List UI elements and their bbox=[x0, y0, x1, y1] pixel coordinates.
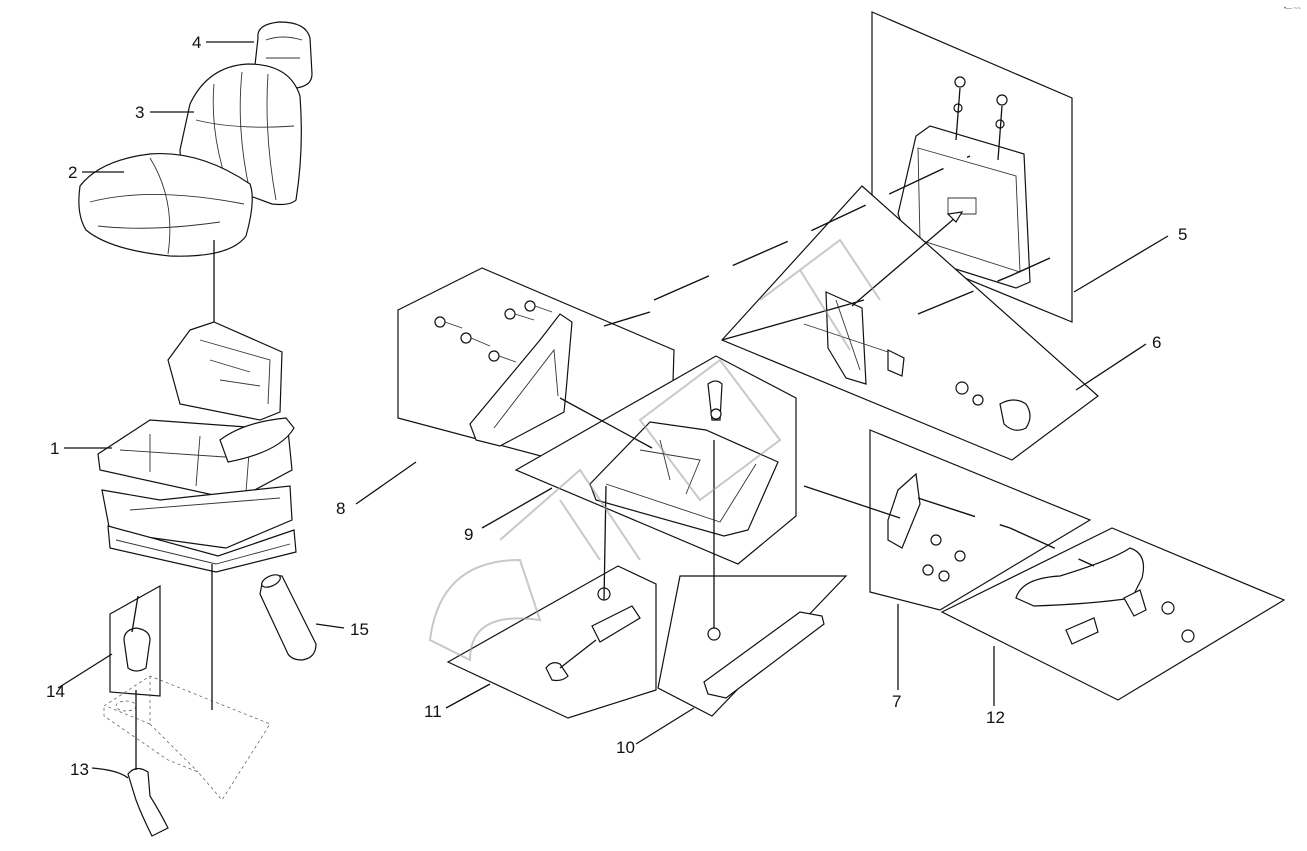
panel-11 bbox=[446, 485, 657, 719]
callout-6: 6 bbox=[1152, 333, 1161, 352]
drain-fitting-part bbox=[109, 584, 161, 697]
callout-13: 13 bbox=[70, 760, 89, 779]
callout-4: 4 bbox=[192, 33, 201, 52]
callout-8: 8 bbox=[336, 499, 345, 518]
assembly-lines bbox=[559, 155, 1095, 567]
callout-3: 3 bbox=[135, 103, 144, 122]
callout-2: 2 bbox=[68, 163, 77, 182]
panel-6 bbox=[720, 185, 1099, 461]
callout-11: 11 bbox=[424, 702, 442, 721]
hose-part bbox=[127, 690, 169, 837]
corner-mark: •— ~~ bbox=[1284, 6, 1301, 12]
callout-15: 15 bbox=[350, 620, 369, 639]
seat-cushion-part bbox=[78, 152, 253, 257]
callout-10: 10 bbox=[616, 738, 635, 757]
callout-9: 9 bbox=[464, 525, 473, 544]
panel-12 bbox=[940, 527, 1286, 701]
panel-10 bbox=[657, 440, 848, 717]
callout-1: 1 bbox=[50, 439, 59, 458]
callout-5: 5 bbox=[1178, 225, 1187, 244]
panel-7 bbox=[869, 429, 1092, 611]
callout-12: 12 bbox=[986, 708, 1005, 727]
callout-labels: 1 2 3 4 5 6 7 8 9 10 11 12 13 14 15 bbox=[46, 33, 1187, 779]
watermark-stamp bbox=[428, 238, 881, 662]
seat-frame-assembly bbox=[97, 321, 297, 573]
callout-7: 7 bbox=[892, 692, 901, 711]
callout-14: 14 bbox=[46, 682, 65, 701]
gas-spring-part bbox=[259, 574, 317, 661]
leader-lines bbox=[57, 41, 1169, 779]
floor-base-part bbox=[103, 675, 271, 801]
